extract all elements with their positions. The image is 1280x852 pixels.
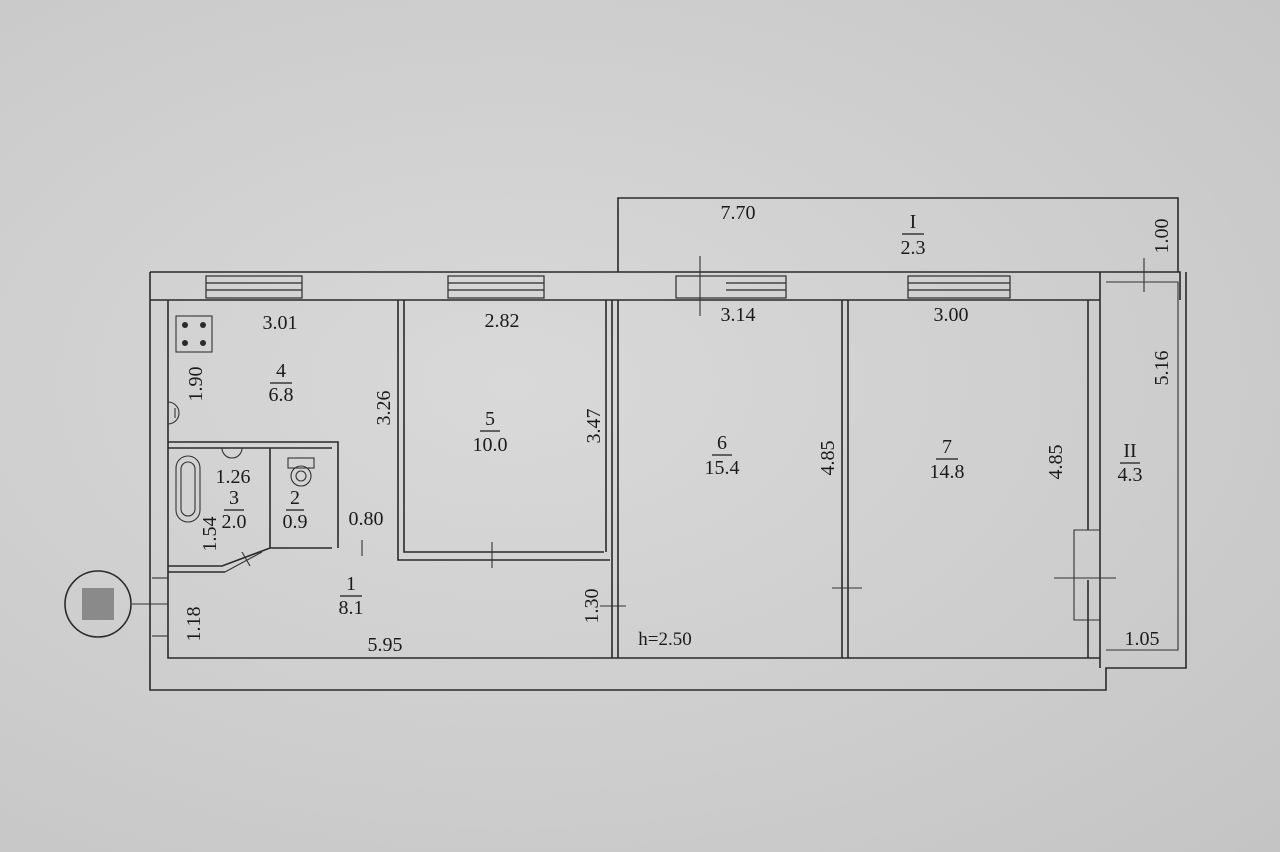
room-6-area: 15.4 [705,457,740,479]
room-7-number: 7 [942,436,952,458]
room-6-number: 6 [717,432,727,454]
toilet-icon [287,457,315,487]
outer-walls [149,271,1187,691]
room-4-area: 6.8 [269,384,294,406]
stove-icon [175,315,213,353]
dim-room7-width: 3.00 [934,304,969,326]
dim-entrance-depth: 1.18 [183,607,205,642]
loggia-I-outline [617,197,1179,272]
balcony-II-area: 4.3 [1118,464,1143,486]
room-7-area: 14.8 [930,461,965,483]
room-1-number: 1 [346,573,356,595]
balcony-II-number: II [1123,440,1136,462]
dim-room6-depth: 4.85 [817,441,839,476]
dim-room6-width: 3.14 [721,304,756,326]
windows [205,275,1011,299]
room-2-number: 2 [290,487,300,509]
dim-balcony-width: 1.05 [1125,628,1160,650]
dim-wc-door: 0.80 [349,508,384,530]
ceiling-height: h=2.50 [638,629,691,650]
room-2-area: 0.9 [283,511,308,533]
dim-kitchen-width: 3.01 [263,312,298,334]
kitchen-sink-icon [167,401,180,425]
fraction-bars [224,233,1140,597]
dim-balcony-length: 5.16 [1151,351,1173,386]
room-5-area: 10.0 [473,434,508,456]
dim-room7-depth: 4.85 [1045,445,1067,480]
loggia-I-area: 2.3 [901,237,926,259]
dim-kitchen-sink: 1.90 [185,367,207,402]
dim-hall-length: 5.95 [368,634,403,656]
dim-loggia-length: 7.70 [721,202,756,224]
horizontal-dimensions: 7.70 3.01 2.82 3.14 3.00 1.26 0.80 5.95 … [216,202,1160,656]
dim-bath-width: 1.26 [216,466,251,488]
dim-bath-depth: 1.54 [199,517,221,552]
room-3-area: 2.0 [222,511,247,533]
entrance-marker [64,570,168,638]
dim-room5-width: 2.82 [485,310,520,332]
room-4-number: 4 [276,360,286,382]
loggia-I-number: I [910,211,917,233]
room-3-number: 3 [229,487,239,509]
balcony-II-outline [1073,281,1179,651]
room-labels: 4 6.8 5 10.0 6 15.4 7 14.8 1 8.1 3 2.0 2… [222,211,1143,619]
room-5-number: 5 [485,408,495,430]
dim-hall-depth: 1.30 [581,589,603,624]
dim-loggia-depth: 1.00 [1151,219,1173,254]
bathtub-icon [175,455,201,523]
room-1-area: 8.1 [339,597,364,619]
dim-room5-depth: 3.47 [583,409,605,444]
washbasin-icon [221,447,243,459]
door-ticks [152,256,1145,637]
dim-kitchen-depth: 3.26 [373,391,395,426]
vertical-dimensions: 1.00 1.90 3.26 3.47 4.85 4.85 5.16 1.54 … [183,219,1173,642]
interior-walls [168,300,849,658]
